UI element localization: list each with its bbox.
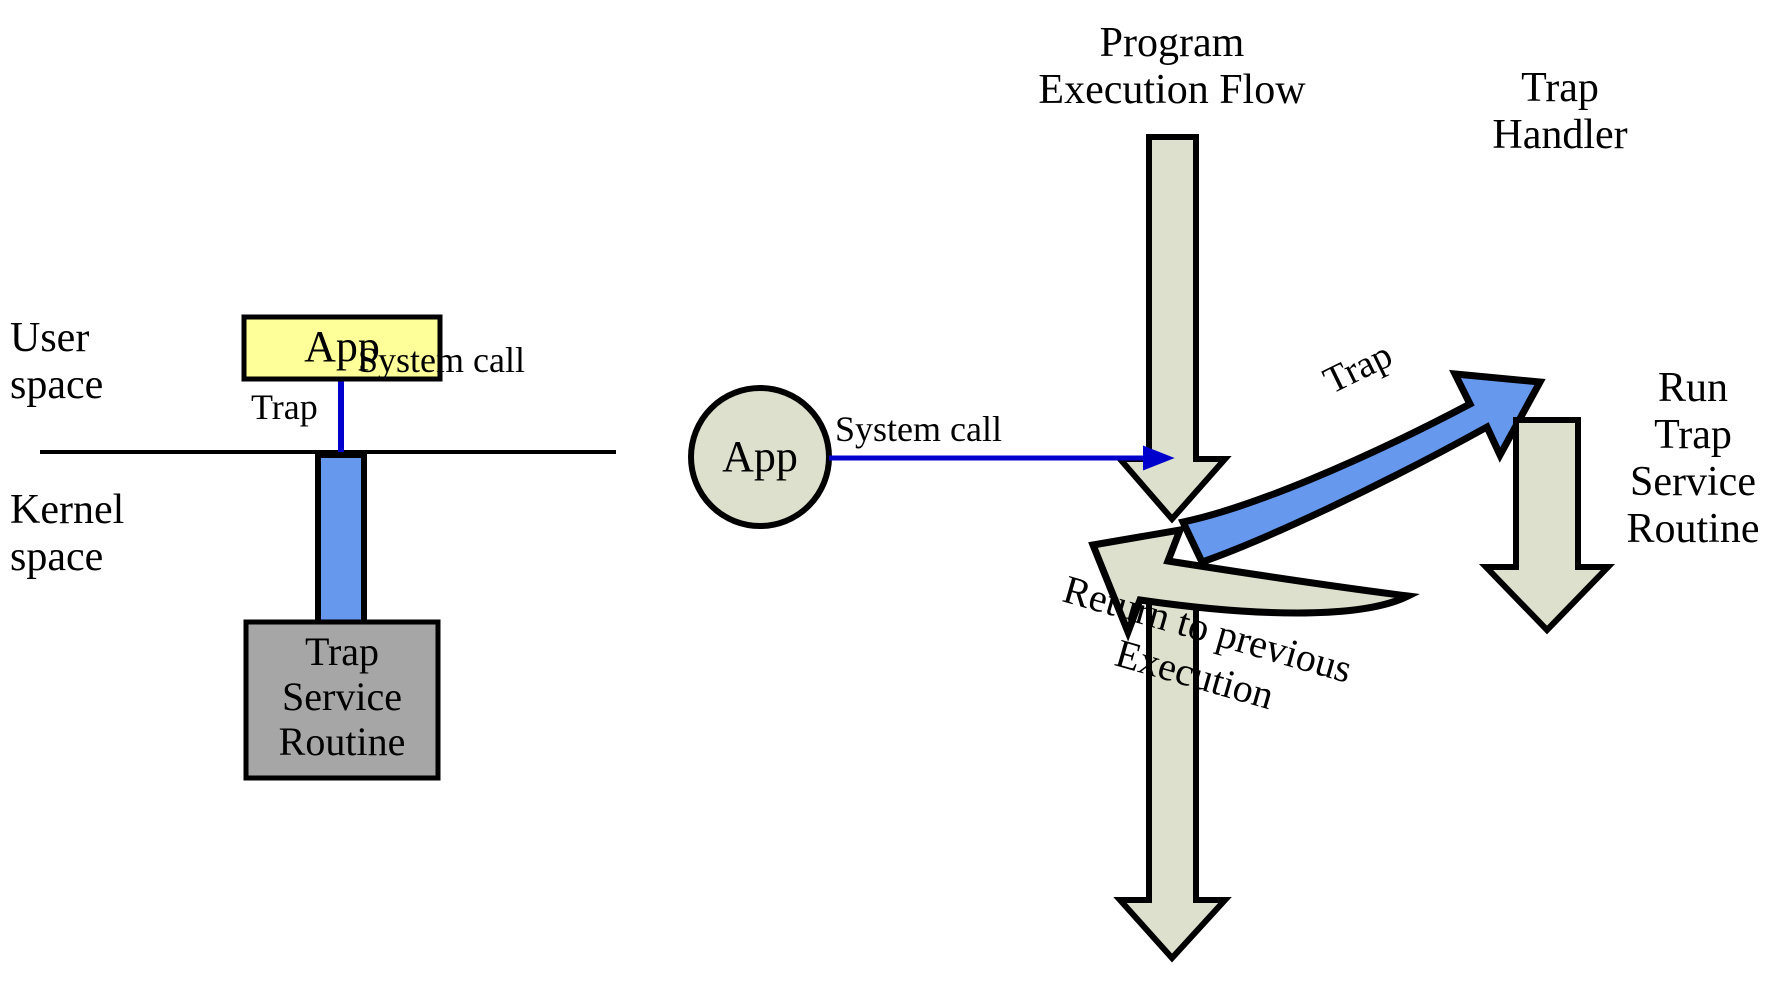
kernel-space-label: Kernel space [10,487,125,581]
program-execution-flow-arrow-lower [1113,574,1232,963]
system-call-arrowhead [1143,445,1175,471]
right-diagram-group [688,134,1616,963]
app-box [241,314,443,382]
left-diagram-group [40,314,616,781]
system-call-label-right: System call [835,409,1002,449]
program-execution-flow-label: Program Execution Flow [1038,20,1306,114]
trap-service-routine-box [243,619,441,781]
trap-label-left: Trap [251,387,318,427]
trap-handler-label: Trap Handler [1492,65,1628,159]
program-execution-flow-arrow-upper [1113,134,1232,524]
trap-service-routine-label: Trap Service Routine [278,629,406,764]
app-circle-label: App [722,432,798,481]
user-space-label: User space [10,315,104,409]
app-box-label: App [304,322,380,371]
run-trap-service-routine-label: Run Trap Service Routine [1626,365,1760,553]
return-to-previous-execution-arrow [1088,525,1420,642]
trap-handler-down-arrow [1478,417,1616,635]
system-call-label-left: System call [358,340,525,380]
trap-curved-arrow [1177,369,1546,567]
